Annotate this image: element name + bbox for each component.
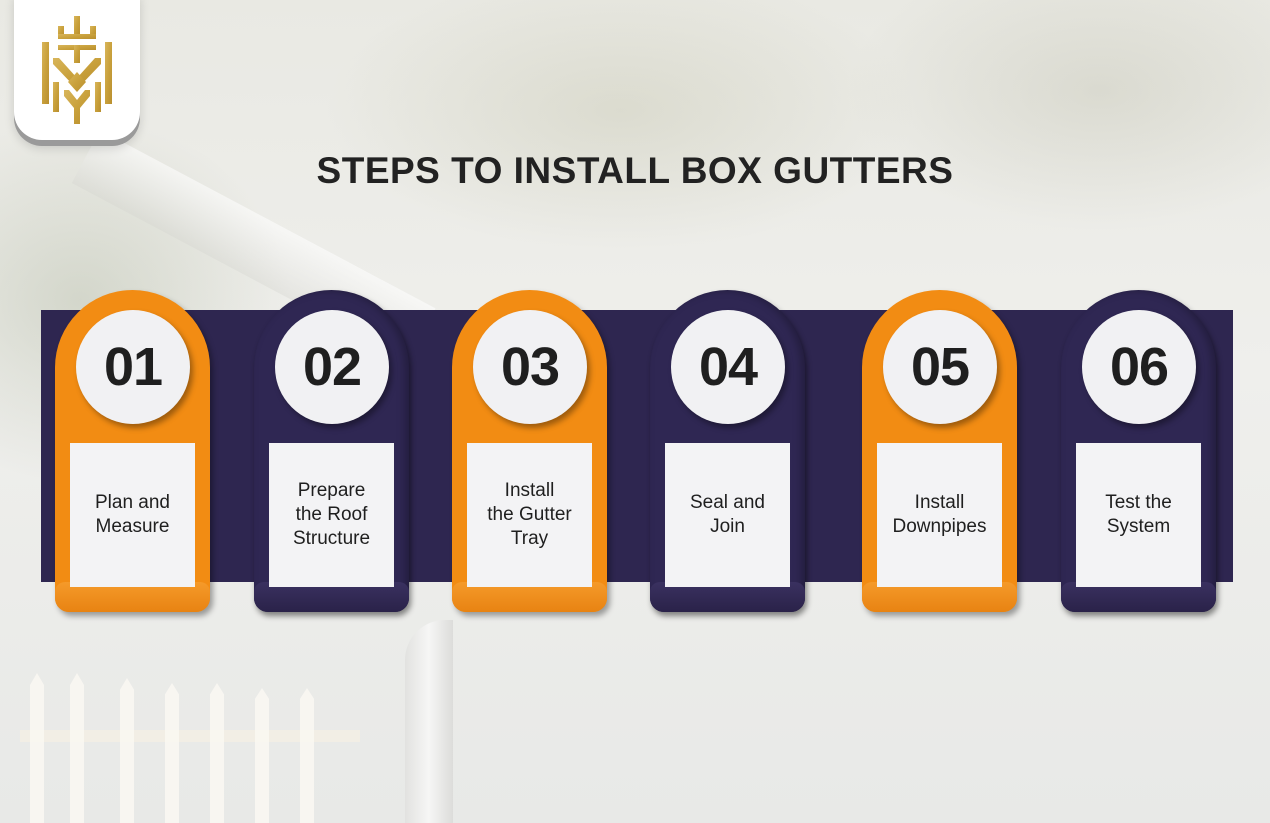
step-number-badge: 06 [1082, 310, 1196, 424]
step-label-line: Downpipes [892, 516, 987, 537]
fence-rail [20, 730, 360, 742]
step-label-line: System [1106, 516, 1171, 537]
step-label-line: Join [710, 516, 745, 537]
step-label-line: Install [504, 480, 555, 501]
step-label-line: Seal and [689, 492, 765, 513]
crown-shield-logo-icon [42, 16, 112, 124]
fence-picket [255, 688, 269, 823]
step-number-badge: 04 [671, 310, 785, 424]
step-label-line: Plan and [94, 492, 170, 513]
background-fence [20, 660, 360, 823]
step-number-badge: 01 [76, 310, 190, 424]
step-number-badge: 02 [275, 310, 389, 424]
step-label-line: Tray [510, 528, 549, 549]
step-number-badge: 05 [883, 310, 997, 424]
step-label-line: Structure [292, 528, 371, 549]
card-lip [1061, 582, 1216, 612]
card-lip [862, 582, 1017, 612]
fence-picket [165, 683, 179, 823]
step-label-line: Test the [1105, 492, 1172, 513]
page-title: STEPS TO INSTALL BOX GUTTERS [316, 150, 954, 191]
fence-picket [30, 673, 44, 823]
step-label-line: the Gutter [487, 504, 572, 525]
step-label-line: Prepare [297, 480, 366, 501]
card-lip [650, 582, 805, 612]
fence-picket [210, 683, 224, 823]
step-label-line: Install [914, 492, 965, 513]
fence-picket [120, 678, 134, 823]
steps-band [41, 310, 1233, 582]
step-label-line: the Roof [295, 504, 368, 525]
step-label-line: Measure [95, 516, 170, 537]
card-lip [55, 582, 210, 612]
brand-logo[interactable] [14, 0, 140, 140]
fence-picket [300, 688, 314, 823]
card-lip [254, 582, 409, 612]
step-number-badge: 03 [473, 310, 587, 424]
background-downpipe [405, 620, 453, 823]
card-lip [452, 582, 607, 612]
fence-picket [70, 673, 84, 823]
